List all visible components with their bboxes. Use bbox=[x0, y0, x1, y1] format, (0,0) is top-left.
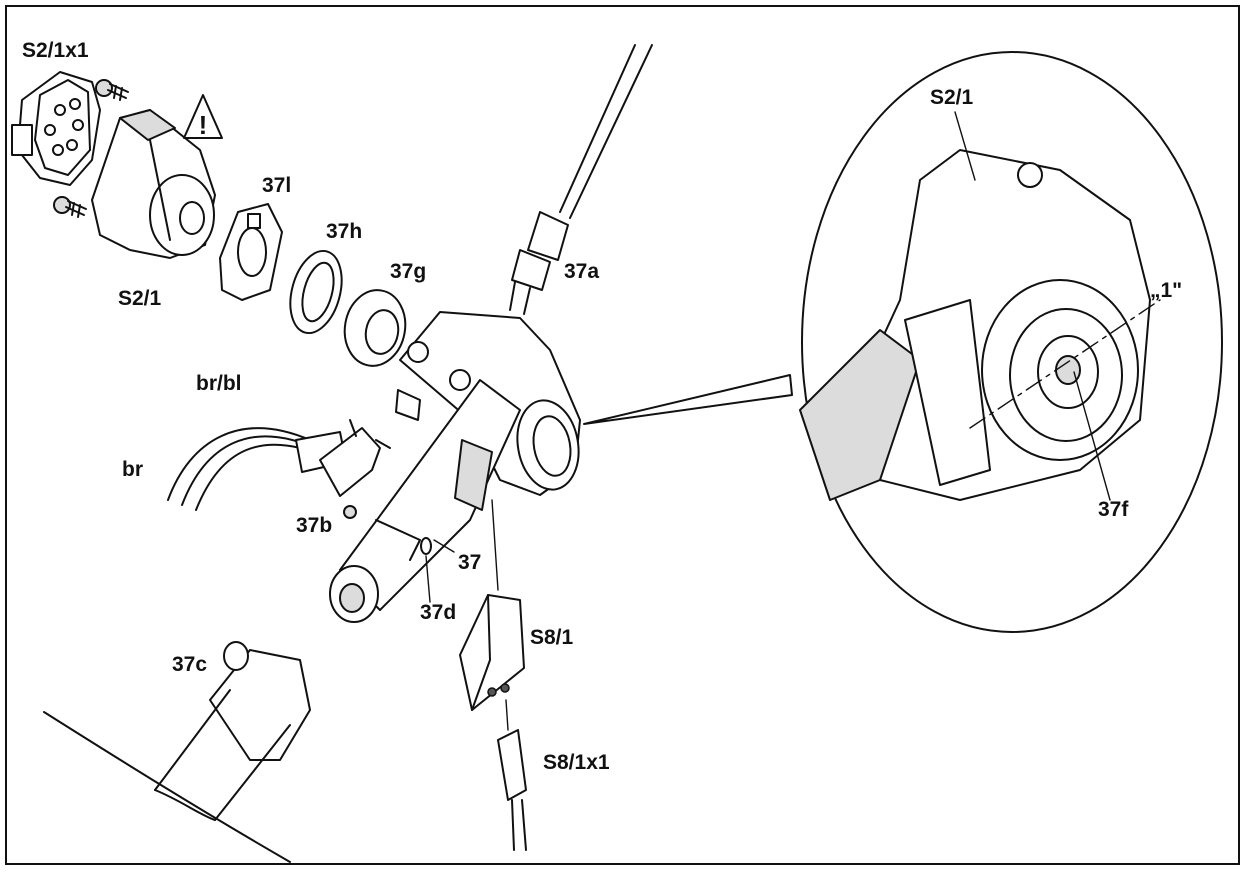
label-37l: 37l bbox=[262, 174, 291, 197]
diagram-frame bbox=[5, 5, 1240, 865]
part-37l-lock-ring bbox=[219, 203, 283, 301]
part-37-lock-housing bbox=[329, 311, 581, 623]
connector-s8-1x1 bbox=[497, 699, 527, 851]
label-s2-1: S2/1 bbox=[118, 287, 162, 310]
label-br: br bbox=[122, 458, 143, 481]
label-37g: 37g bbox=[390, 260, 426, 283]
steering-column bbox=[43, 689, 291, 863]
label-37: 37 bbox=[458, 551, 481, 574]
part-37h-ring bbox=[289, 249, 343, 335]
warning-triangle-icon: ! bbox=[183, 94, 223, 140]
leader-37 bbox=[433, 539, 455, 553]
label-s8-1x1: S8/1x1 bbox=[543, 751, 610, 774]
label-br-bl: br/bl bbox=[196, 372, 242, 395]
label-37a: 37a bbox=[564, 260, 599, 283]
connector-s2-1x1 bbox=[11, 71, 101, 186]
label-s8-1: S8/1 bbox=[530, 626, 574, 649]
label-37c: 37c bbox=[172, 653, 207, 676]
label-37h: 37h bbox=[326, 220, 362, 243]
wiring-harness bbox=[167, 427, 347, 511]
leader-s2-1-detail bbox=[954, 111, 976, 181]
label-37b: 37b bbox=[296, 514, 332, 537]
svg-text:!: ! bbox=[199, 110, 208, 140]
detail-leader bbox=[583, 374, 793, 425]
label-37f: 37f bbox=[1098, 498, 1129, 521]
part-s8-1-switch bbox=[459, 499, 525, 711]
part-37a-cable bbox=[509, 44, 653, 315]
label-37d: 37d bbox=[420, 601, 456, 624]
screw-bottom bbox=[53, 196, 87, 218]
part-37b-switch bbox=[319, 419, 391, 519]
label-s2-1-detail: S2/1 bbox=[930, 86, 974, 109]
ignition-switch-s2-1 bbox=[91, 109, 216, 259]
part-37g-sleeve bbox=[343, 289, 407, 367]
part-37c-clamp bbox=[209, 641, 311, 761]
leader-37d bbox=[425, 555, 431, 603]
screw-top bbox=[95, 79, 129, 101]
label-s2-1x1: S2/1x1 bbox=[22, 39, 89, 62]
label-mark-1: „1" bbox=[1150, 279, 1182, 302]
detail-view-circle bbox=[799, 51, 1223, 633]
